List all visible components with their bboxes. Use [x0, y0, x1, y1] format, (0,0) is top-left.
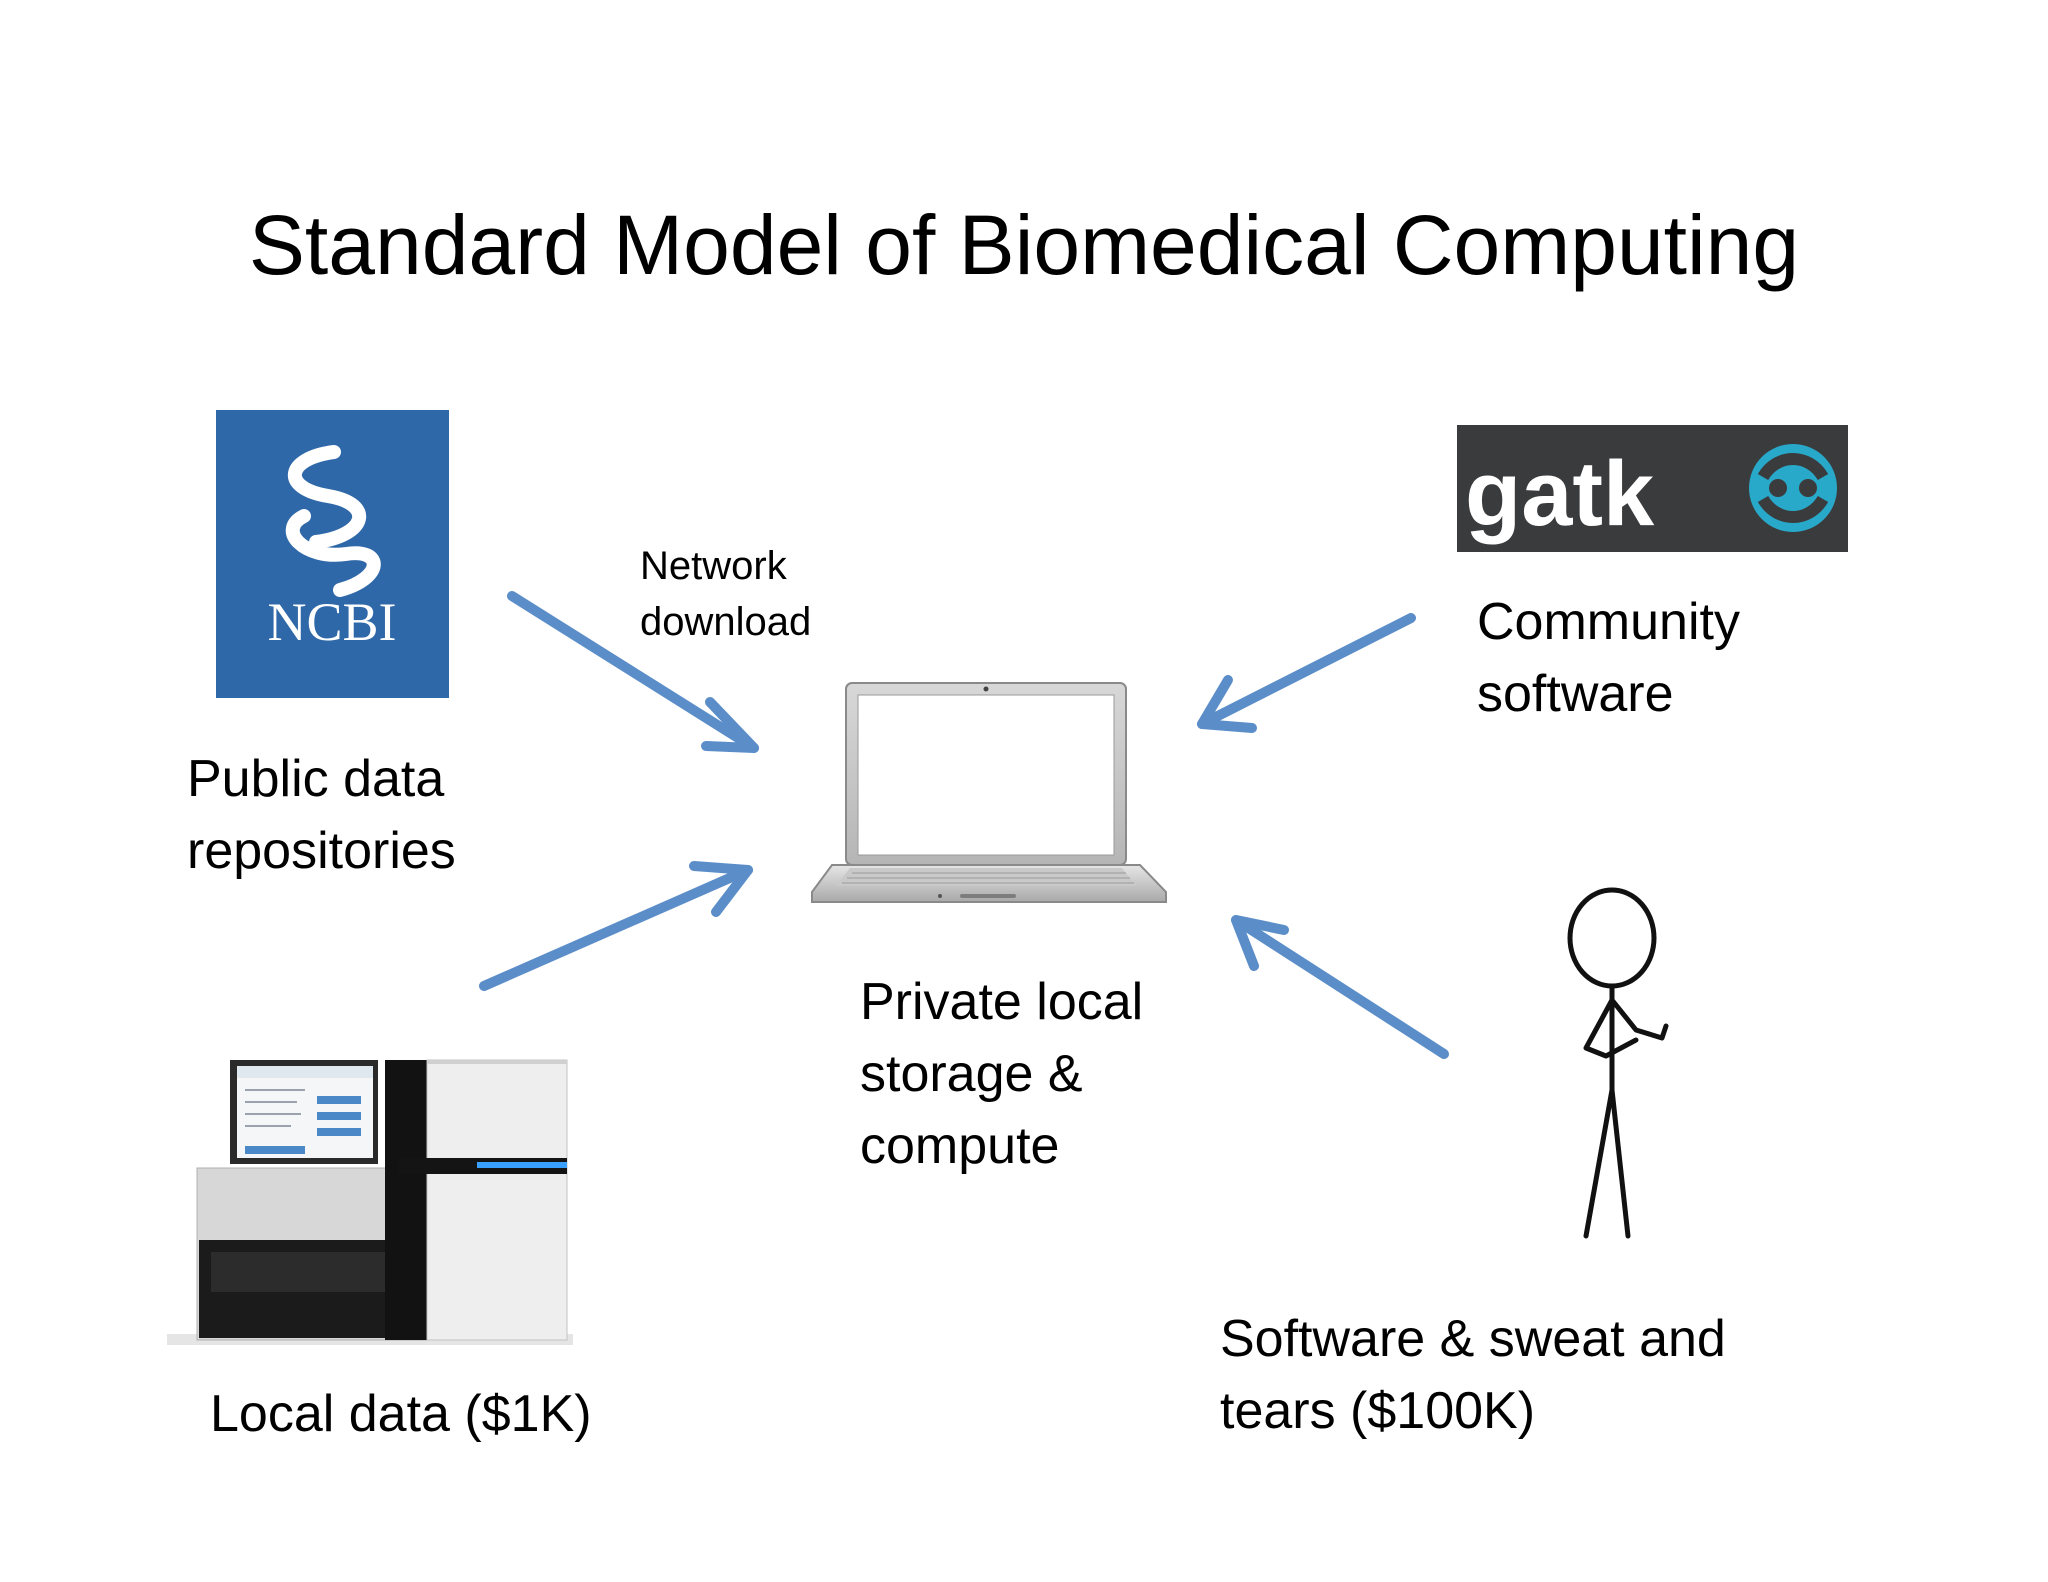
community-software-label: Community software — [1477, 586, 1740, 730]
ncbi-logo-text: NCBI — [267, 592, 396, 652]
private-compute-line2: storage & — [860, 1045, 1083, 1103]
page-title: Standard Model of Biomedical Computing — [248, 198, 1800, 292]
software-sweat-line1: Software & sweat and — [1220, 1310, 1726, 1368]
ncbi-logo: NCBI — [216, 410, 449, 698]
local-data-label: Local data ($1K) — [210, 1385, 592, 1443]
arrow-sweat-to-compute — [1231, 915, 1449, 1059]
network-download-label: Network download — [640, 538, 811, 650]
arrow-local-to-compute — [479, 861, 753, 991]
software-sweat-label: Software & sweat and tears ($100K) — [1220, 1303, 1726, 1447]
gatk-logo-text: gatk — [1465, 443, 1655, 545]
gatk-emblem-icon — [1749, 444, 1837, 532]
private-compute-label: Private local storage & compute — [860, 966, 1143, 1182]
public-repos-line2: repositories — [187, 822, 456, 880]
public-repos-line1: Public data — [187, 750, 445, 808]
private-compute-line3: compute — [860, 1117, 1060, 1175]
software-sweat-line2: tears ($100K) — [1220, 1382, 1536, 1440]
arrow-public-to-compute — [507, 591, 759, 753]
gatk-logo: gatk — [1457, 425, 1848, 552]
sequencer-image — [167, 1050, 573, 1345]
community-software-line1: Community — [1477, 593, 1740, 651]
network-download-line2: download — [640, 600, 812, 644]
stick-figure-image — [1540, 880, 1690, 1250]
network-download-line1: Network — [640, 544, 787, 588]
private-compute-line1: Private local — [860, 973, 1144, 1031]
community-software-line2: software — [1477, 665, 1674, 723]
public-repos-label: Public data repositories — [187, 743, 456, 887]
laptop-image — [810, 680, 1172, 920]
arrow-community-to-compute — [1197, 613, 1416, 733]
